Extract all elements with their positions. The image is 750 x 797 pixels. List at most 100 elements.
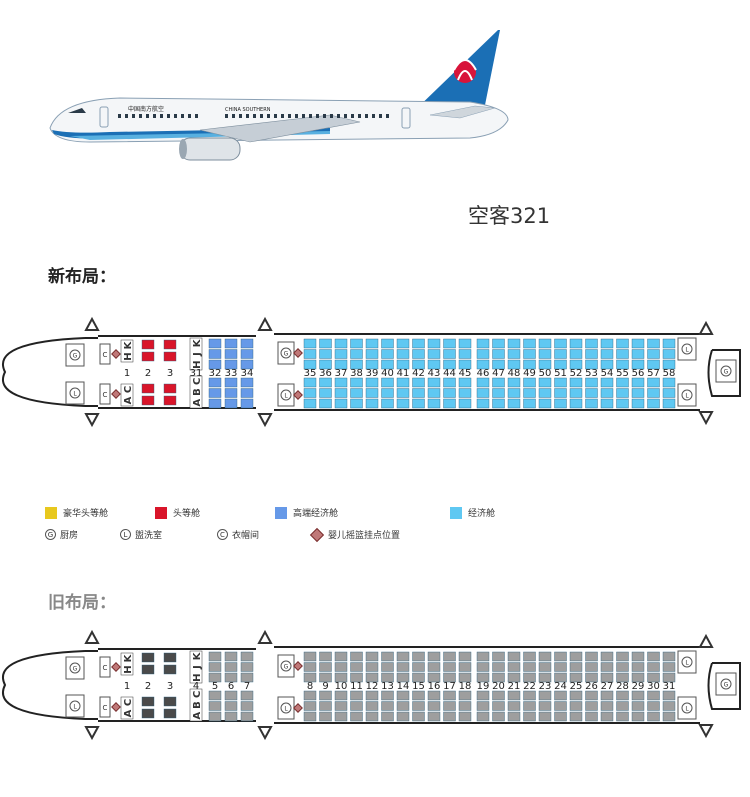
galley-icon bbox=[280, 660, 292, 672]
bassinet-icon bbox=[293, 703, 303, 713]
legend-luxury-first: 豪华头等舱 bbox=[45, 506, 108, 519]
new-layout-heading: 新布局： bbox=[48, 267, 116, 287]
seat bbox=[334, 672, 348, 683]
seat bbox=[319, 690, 332, 701]
row-number: 58 bbox=[663, 368, 676, 379]
galley-icon bbox=[280, 347, 292, 359]
seat bbox=[647, 672, 660, 683]
seat bbox=[476, 388, 490, 398]
seat bbox=[303, 377, 317, 388]
seat bbox=[427, 672, 441, 683]
seat bbox=[396, 690, 410, 701]
seat bbox=[412, 672, 425, 683]
seat bbox=[224, 377, 238, 388]
seat bbox=[303, 359, 317, 370]
seat bbox=[569, 398, 583, 409]
seat bbox=[208, 662, 222, 672]
seat bbox=[476, 672, 490, 683]
seat bbox=[458, 690, 472, 701]
row-number: 46 bbox=[477, 368, 490, 379]
seat bbox=[381, 690, 394, 701]
first-class-letters-letter: H bbox=[123, 665, 134, 673]
bassinet-icon bbox=[309, 527, 325, 542]
seat bbox=[224, 359, 238, 370]
legend-bassinet-label: 婴儿摇篮挂点位置 bbox=[328, 531, 401, 541]
seat bbox=[458, 388, 472, 398]
cabin-letters-letter: H bbox=[192, 360, 203, 368]
seat bbox=[476, 349, 490, 359]
seat bbox=[334, 651, 348, 662]
nose-outline bbox=[2, 650, 86, 720]
seat bbox=[381, 377, 394, 388]
seat bbox=[507, 672, 521, 683]
row-number: 21 bbox=[508, 681, 521, 692]
seat bbox=[662, 690, 676, 701]
lavatory-icon bbox=[681, 656, 693, 668]
seat bbox=[396, 377, 410, 388]
seat bbox=[334, 690, 348, 701]
seat bbox=[458, 651, 472, 662]
lavatory-icon bbox=[681, 389, 693, 401]
seat bbox=[569, 672, 583, 683]
seat bbox=[208, 672, 222, 683]
seat bbox=[507, 651, 521, 662]
row-number: 37 bbox=[335, 368, 348, 379]
seat bbox=[443, 398, 456, 409]
door-icon bbox=[257, 726, 273, 741]
closet-icon: C bbox=[103, 351, 108, 359]
seat bbox=[365, 651, 379, 662]
seat bbox=[365, 672, 379, 683]
seat bbox=[585, 349, 598, 359]
seat bbox=[208, 651, 222, 662]
aircraft-model-label: 空客321 bbox=[468, 204, 551, 228]
seat bbox=[476, 359, 490, 370]
seat bbox=[647, 388, 660, 398]
seat bbox=[240, 701, 254, 711]
seat bbox=[303, 672, 317, 683]
closet-icon: C bbox=[103, 664, 108, 672]
seat bbox=[319, 662, 332, 672]
first-seat bbox=[141, 395, 155, 406]
first-class-letters-box bbox=[120, 383, 134, 407]
seat bbox=[600, 377, 614, 388]
first-class-letters-letter: A bbox=[123, 709, 134, 717]
lavatory-icon-letter: L bbox=[284, 706, 288, 713]
seat bbox=[554, 388, 567, 398]
seat bbox=[476, 398, 490, 409]
bassinet-icon bbox=[293, 390, 303, 400]
lavatory-icon-letter: L bbox=[685, 660, 689, 667]
cabin-letters-letter: A bbox=[192, 712, 203, 720]
seat bbox=[365, 359, 379, 370]
seat bbox=[507, 377, 521, 388]
seat bbox=[662, 338, 676, 349]
seat bbox=[319, 388, 332, 398]
seat bbox=[647, 690, 660, 701]
galley-icon-letter: G bbox=[724, 682, 729, 689]
seat bbox=[507, 690, 521, 701]
seat bbox=[507, 701, 521, 711]
seat bbox=[224, 662, 238, 672]
seat bbox=[631, 651, 645, 662]
seat bbox=[350, 349, 363, 359]
seat bbox=[523, 349, 536, 359]
cabin-letters-letter: A bbox=[192, 399, 203, 407]
seat bbox=[631, 349, 645, 359]
row-number: 53 bbox=[585, 368, 598, 379]
seat bbox=[476, 701, 490, 711]
cabin-letters-letter: B bbox=[192, 701, 203, 709]
closet-box bbox=[99, 343, 111, 365]
seat bbox=[208, 377, 222, 388]
seat bbox=[616, 398, 629, 409]
seat bbox=[616, 690, 629, 701]
cabin-letters-letter: C bbox=[192, 378, 203, 385]
seat bbox=[208, 388, 222, 398]
seat bbox=[476, 690, 490, 701]
door-icon bbox=[84, 413, 100, 428]
seat bbox=[443, 651, 456, 662]
seat bbox=[412, 359, 425, 370]
seat bbox=[631, 338, 645, 349]
seat bbox=[458, 377, 472, 388]
lavatory-icon: L bbox=[120, 529, 131, 540]
seat bbox=[631, 388, 645, 398]
row-number: 51 bbox=[554, 368, 567, 379]
